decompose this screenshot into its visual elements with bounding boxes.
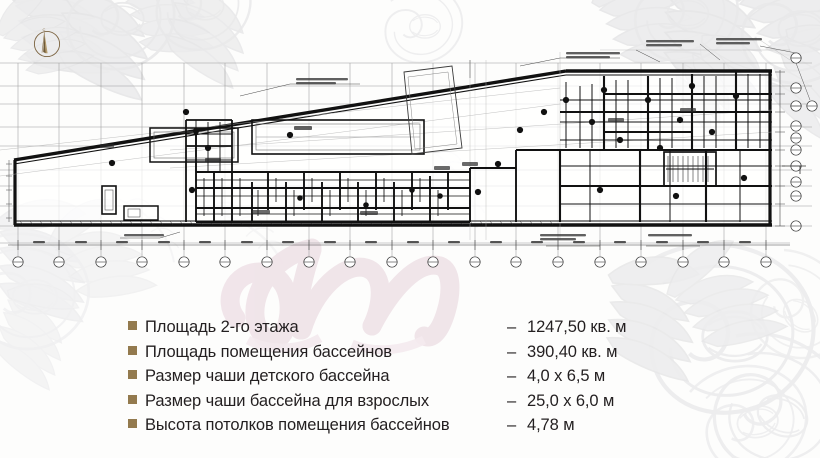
spec-label: Размер чаши бассейна для взрослых bbox=[145, 391, 430, 410]
spec-dash: – bbox=[507, 416, 517, 435]
spec-dash: – bbox=[507, 342, 517, 361]
spec-value: 4,0 х 6,5 м bbox=[527, 367, 606, 386]
spec-row-children-pool-size: Размер чаши детского бассейна – 4,0 х 6,… bbox=[128, 367, 626, 392]
bullet-square-icon bbox=[128, 394, 137, 404]
bullet-square-icon bbox=[128, 370, 137, 380]
stair-block bbox=[663, 151, 717, 187]
spec-label: Площадь помещения бассейнов bbox=[145, 342, 392, 361]
spec-value: 25,0 х 6,0 м bbox=[527, 391, 615, 410]
floor-plan-drawing bbox=[0, 38, 818, 268]
bottom-dimension-chain bbox=[8, 240, 790, 268]
spec-value: 1247,50 кв. м bbox=[527, 318, 627, 336]
spec-label: Площадь 2-го этажа bbox=[145, 318, 299, 336]
spec-label: Размер чаши детского бассейна bbox=[145, 367, 390, 386]
spec-row-pool-hall-area: Площадь помещения бассейнов – 390,40 кв.… bbox=[128, 343, 626, 368]
spec-dash: – bbox=[507, 318, 517, 336]
adult-pool-basin bbox=[251, 119, 425, 155]
bullet-square-icon bbox=[128, 321, 137, 330]
bullet-square-icon bbox=[128, 419, 137, 429]
spec-row-floor-area: Площадь 2-го этажа – 1247,50 кв. м bbox=[128, 318, 627, 343]
spec-dash: – bbox=[507, 367, 517, 386]
compass-rose-icon: C bbox=[33, 27, 61, 58]
bullet-square-icon bbox=[128, 345, 137, 355]
spec-dash: – bbox=[507, 391, 517, 410]
specification-list: Площадь 2-го этажа – 1247,50 кв. м Площа… bbox=[128, 318, 627, 441]
section-mark bbox=[782, 165, 806, 174]
left-dimension-ticks bbox=[6, 160, 12, 222]
spec-row-ceiling-height: Высота потолков помещения бассейнов – 4,… bbox=[128, 416, 626, 441]
compass-north-label: C bbox=[43, 27, 46, 32]
spec-row-adult-pool-size: Размер чаши бассейна для взрослых – 25,0… bbox=[128, 392, 626, 417]
spec-label: Высота потолков помещения бассейнов bbox=[145, 416, 450, 435]
spec-value: 390,40 кв. м bbox=[527, 342, 618, 361]
spec-value: 4,78 м bbox=[527, 416, 575, 435]
